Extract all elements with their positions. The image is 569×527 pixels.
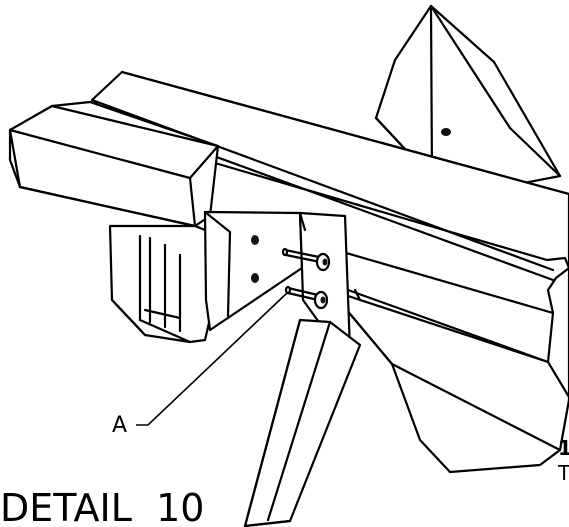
- callout-label: A: [112, 413, 127, 438]
- diagonal-brace: [243, 318, 362, 527]
- bracket-hole-2: [251, 273, 259, 283]
- edge-text-line1: 1: [558, 436, 569, 460]
- post-bolt-hole: [441, 128, 451, 136]
- upper-post: [374, 4, 562, 190]
- left-beam-end: [8, 100, 220, 228]
- callout-leader: [136, 292, 288, 426]
- bracket-left-face: [203, 210, 304, 332]
- bolt-upper: [281, 247, 331, 272]
- bolt-lower: [284, 285, 329, 310]
- hanging-member: [108, 224, 214, 344]
- detail-title: DETAIL 10: [0, 486, 204, 527]
- edge-text-line2: T: [557, 461, 569, 485]
- bracket-hole-1: [251, 235, 259, 245]
- lower-block: [328, 288, 569, 474]
